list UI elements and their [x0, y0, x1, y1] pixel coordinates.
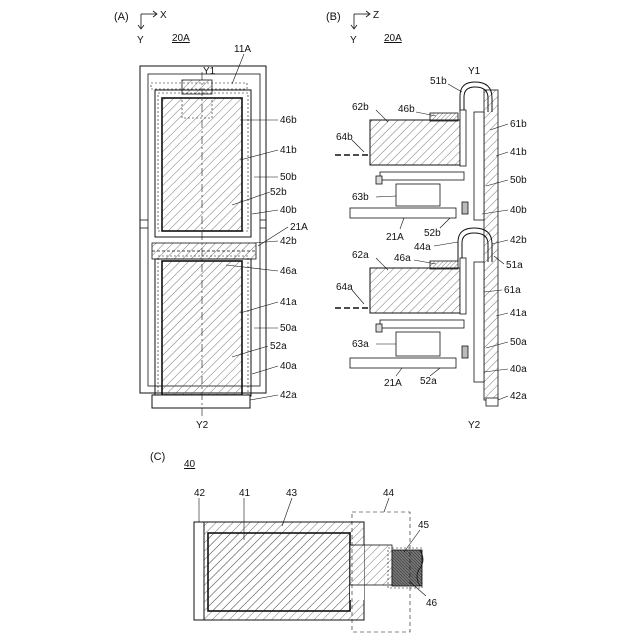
label-b-46b: 46b: [398, 104, 415, 115]
base-21A-upper: [350, 208, 456, 218]
label-b-50b: 50b: [510, 175, 527, 186]
top-connector: [182, 80, 212, 94]
label-42: 42: [194, 488, 206, 499]
clip-50a: [462, 346, 468, 358]
clip-lower: [376, 324, 382, 332]
label-b-y2: Y2: [468, 420, 481, 431]
label-52a: 52a: [270, 341, 287, 352]
tab-body: [350, 545, 392, 585]
panel-a-figure-number: 20A: [172, 33, 190, 44]
label-41: 41: [239, 488, 251, 499]
clip-upper: [376, 176, 382, 184]
label-61b: 61b: [510, 119, 527, 130]
tab-46a-b: [430, 261, 458, 269]
plate-61b: [460, 110, 466, 166]
label-b-40b: 40b: [510, 205, 527, 216]
label-41a: 41a: [280, 297, 297, 308]
case-40b: [474, 112, 484, 220]
label-62a: 62a: [352, 250, 369, 261]
cell-41: [208, 533, 350, 611]
label-51a: 51a: [506, 260, 523, 271]
label-y1: Y1: [203, 66, 216, 77]
label-b-42a: 42a: [510, 391, 527, 402]
label-61a: 61a: [504, 285, 521, 296]
label-52a-b: 52a: [420, 376, 437, 387]
panel-b-figure-number: 20A: [384, 33, 402, 44]
panel-a-tag: (A): [114, 11, 129, 23]
label-42a: 42a: [280, 390, 297, 401]
block-62a: [370, 268, 460, 313]
label-b-46a: 46a: [394, 253, 411, 264]
label-64b: 64b: [336, 132, 353, 143]
label-b-40a: 40a: [510, 364, 527, 375]
label-50b: 50b: [280, 172, 297, 183]
clip-50b: [462, 202, 468, 214]
end-plate-42: [194, 522, 204, 620]
label-b-y1: Y1: [468, 66, 481, 77]
label-64a: 64a: [336, 282, 353, 293]
label-62b: 62b: [352, 102, 369, 113]
panel-b: (B) Z Y 20A: [326, 10, 527, 431]
label-63b: 63b: [352, 192, 369, 203]
block-62b: [370, 120, 460, 165]
label-42b: 42b: [280, 236, 297, 247]
label-b-42b: 42b: [510, 235, 527, 246]
panel-a: (A) X Y 20A: [114, 10, 308, 431]
axis-x-label: X: [160, 10, 167, 21]
axis-y-label: Y: [137, 35, 144, 46]
label-46b: 46b: [280, 115, 297, 126]
label-46: 46: [426, 598, 438, 609]
label-43: 43: [286, 488, 298, 499]
label-46a: 46a: [280, 266, 297, 277]
tab-46b-b: [430, 113, 458, 121]
label-b-41b: 41b: [510, 147, 527, 158]
label-44a: 44a: [414, 242, 431, 253]
label-21A: 21A: [290, 222, 308, 233]
label-11A: 11A: [234, 44, 251, 55]
plate-upper-1: [380, 172, 464, 180]
label-52b-b: 52b: [424, 228, 441, 239]
label-b-21A-bot: 21A: [384, 378, 402, 389]
block-63a: [396, 332, 440, 356]
label-b-21A-top: 21A: [386, 232, 404, 243]
bottom-base: [152, 395, 250, 408]
label-44: 44: [383, 488, 395, 499]
label-50a: 50a: [280, 323, 297, 334]
label-y2: Y2: [196, 420, 209, 431]
axis-z-label: Z: [373, 10, 379, 21]
label-40a: 40a: [280, 361, 297, 372]
spine-plate: [484, 90, 498, 400]
label-51b: 51b: [430, 76, 447, 87]
panel-c-tag: (C): [150, 451, 165, 463]
bottom-tab-42a: [486, 398, 498, 406]
label-63a: 63a: [352, 339, 369, 350]
label-40b: 40b: [280, 205, 297, 216]
plate-lower-1: [380, 320, 464, 328]
panel-b-tag: (B): [326, 11, 341, 23]
label-b-41a: 41a: [510, 308, 527, 319]
base-21A-lower: [350, 358, 456, 368]
panel-c: (C) 40 42 41 43 44 45 46: [150, 451, 438, 632]
plate-61a: [460, 258, 466, 314]
axis-y-label-b: Y: [350, 35, 357, 46]
label-41b: 41b: [280, 145, 297, 156]
label-52b: 52b: [270, 187, 287, 198]
panel-c-figure-number: 40: [184, 459, 196, 470]
label-45: 45: [418, 520, 430, 531]
label-b-50a: 50a: [510, 337, 527, 348]
case-40a: [474, 262, 484, 382]
block-63b: [396, 184, 440, 206]
